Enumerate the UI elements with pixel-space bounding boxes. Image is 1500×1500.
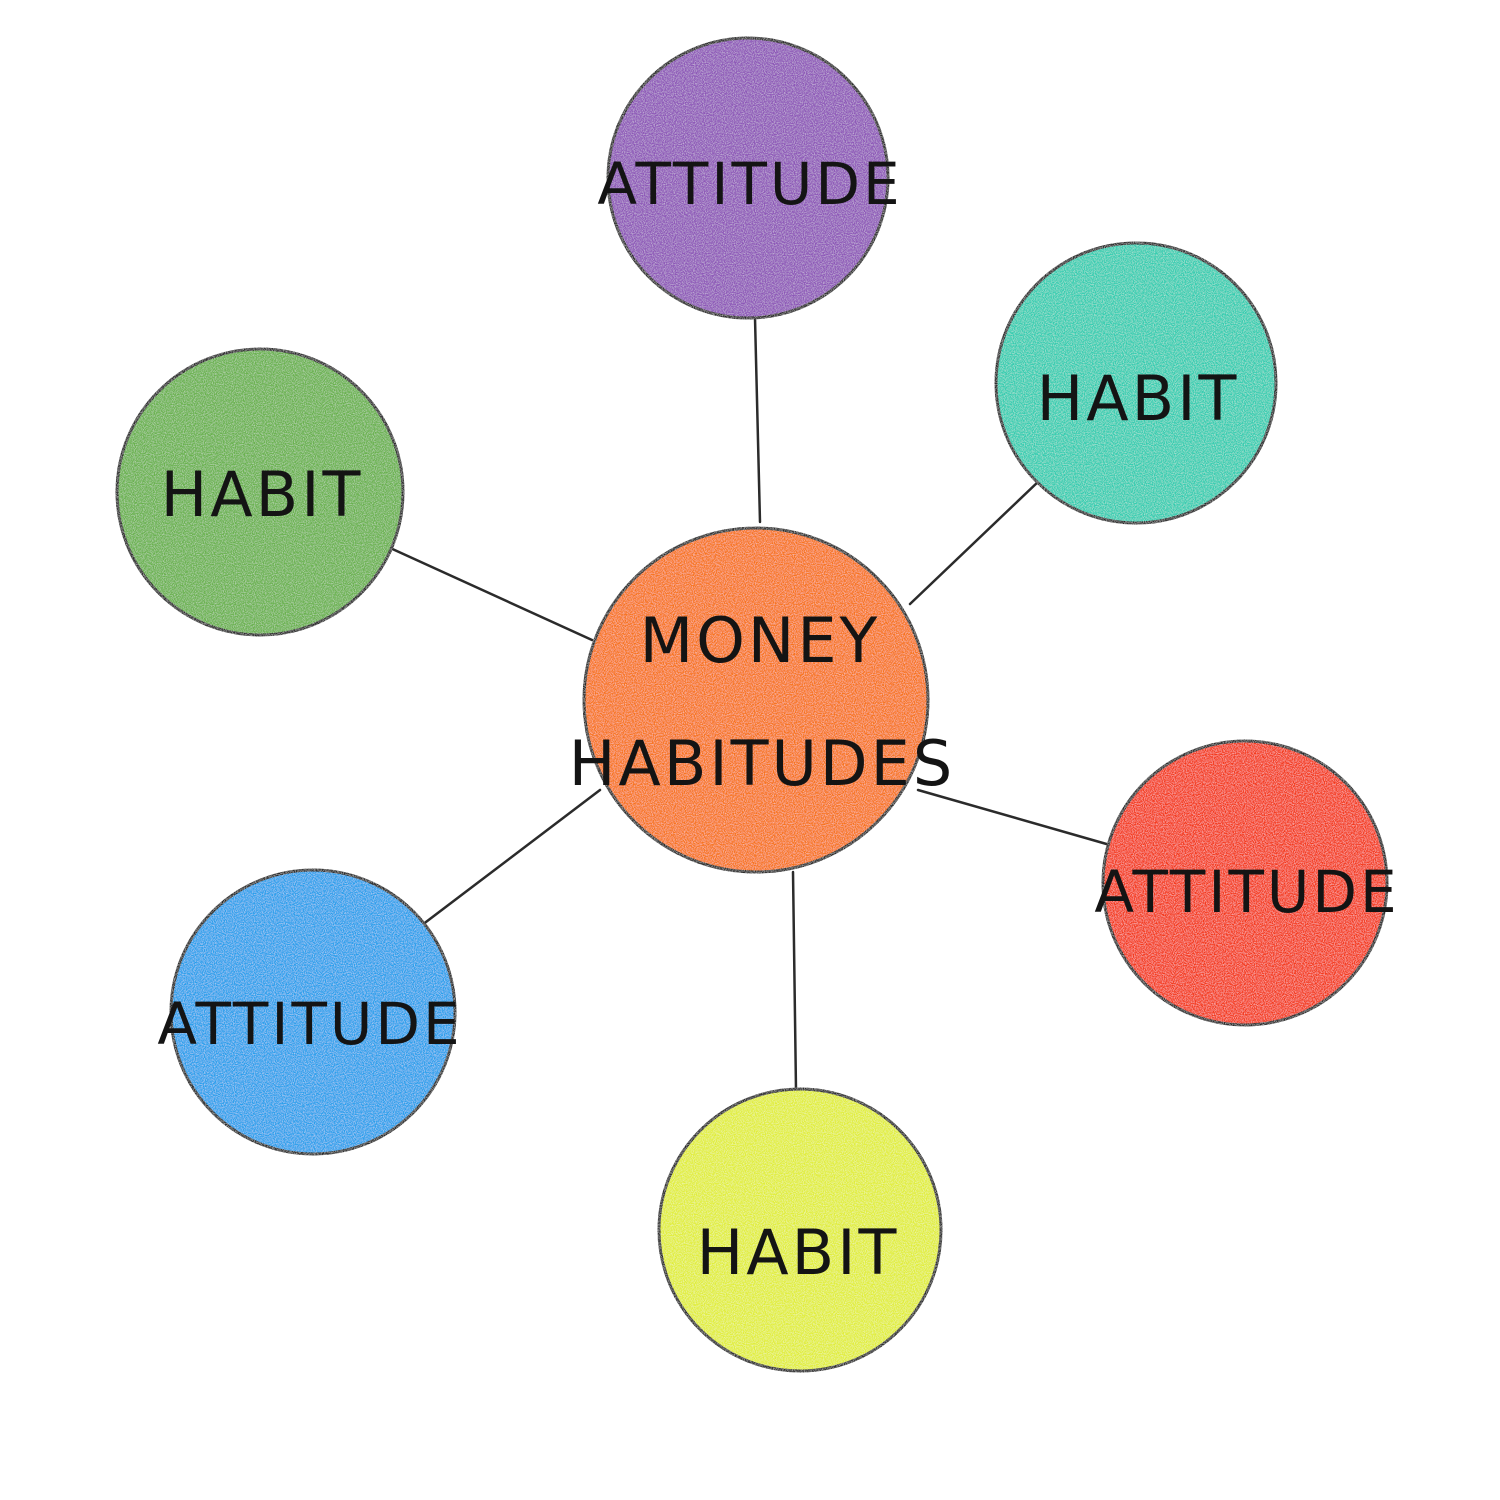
node-top-circle <box>606 36 890 320</box>
connector-upper-left <box>386 545 594 642</box>
node-upper-right-circle <box>994 241 1278 525</box>
node-upper-left-circle <box>115 347 405 637</box>
node-bottom: HABIT <box>657 1087 943 1373</box>
node-bottom-circle <box>657 1087 943 1373</box>
connector-top <box>753 316 762 524</box>
node-right-label: ATTITUDE <box>1094 858 1399 926</box>
connector-bottom <box>791 870 798 1092</box>
connectors <box>386 316 1112 1092</box>
node-bottom-label: HABIT <box>697 1216 900 1289</box>
node-lower-left-label: ATTITUDE <box>157 990 462 1058</box>
connector-right <box>916 788 1112 847</box>
center-node-circle <box>582 526 930 874</box>
node-top: ATTITUDE <box>597 36 902 320</box>
node-top-label: ATTITUDE <box>597 150 902 218</box>
node-upper-left: HABIT <box>115 347 405 637</box>
node-upper-right: HABIT <box>994 241 1278 525</box>
node-upper-right-label: HABIT <box>1037 362 1240 435</box>
connector-lower-left <box>420 788 602 927</box>
node-lower-left: ATTITUDE <box>157 868 462 1156</box>
node-right: ATTITUDE <box>1094 739 1399 1027</box>
node-upper-left-label: HABIT <box>161 458 364 531</box>
center-node: MONEY HABITUDES <box>569 526 955 874</box>
node-lower-left-circle <box>169 868 457 1156</box>
connector-upper-right <box>908 478 1042 606</box>
center-label-line-2: HABITUDES <box>569 727 955 800</box>
node-right-circle <box>1101 739 1389 1027</box>
center-label-line-1: MONEY <box>640 604 881 677</box>
